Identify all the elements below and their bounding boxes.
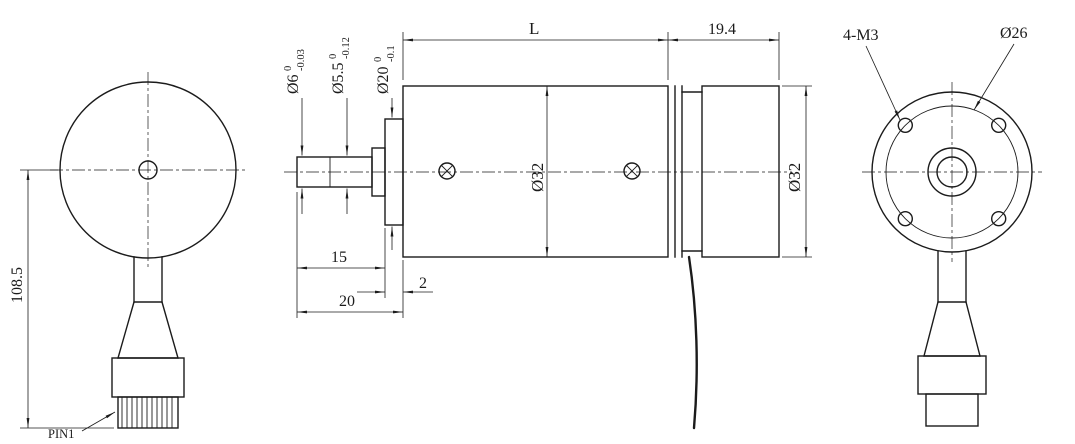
pin1-leader xyxy=(81,411,116,432)
dim-d55-text: Ø5.5 xyxy=(330,62,347,94)
rear-endcap xyxy=(701,85,780,258)
right-view: 4-M3 Ø26 xyxy=(843,25,1042,427)
screw-front xyxy=(438,162,456,180)
dim-d20-tol-lower: -0.1 xyxy=(386,45,397,62)
connector-flare xyxy=(923,301,981,357)
dim-d55-label: Ø5.5 0 -0.12 xyxy=(328,37,352,94)
screw-rear xyxy=(623,162,641,180)
dim-d32-body-text: Ø32 xyxy=(528,163,547,192)
dim-d6-tol-upper: 0 xyxy=(283,66,294,71)
dim-height-text: 108.5 xyxy=(9,267,26,303)
mount-holes-leader xyxy=(865,45,901,121)
dim-d6-text: Ø6 xyxy=(285,74,302,94)
motor-cable xyxy=(687,255,698,430)
connector-tip xyxy=(925,393,979,427)
left-view: 108.5 PIN1 xyxy=(9,72,246,441)
mount-holes-label: 4-M3 xyxy=(843,27,879,44)
m3-hole xyxy=(991,117,1007,134)
motor-body xyxy=(402,85,669,258)
connector-flare xyxy=(117,301,179,359)
dim-d55-tol-upper: 0 xyxy=(328,54,339,59)
dim-108-label: 108.5 xyxy=(9,267,26,303)
screw-slot-icon xyxy=(440,164,454,178)
m3-hole xyxy=(991,210,1007,227)
dim-d6-label: Ø6 0 -0.03 xyxy=(283,49,307,94)
pin1-label: PIN1 xyxy=(48,427,74,441)
dim-d20-tol-upper: 0 xyxy=(373,57,384,62)
connector-block xyxy=(917,355,987,395)
m3-hole xyxy=(897,117,913,134)
dim-d6-tol-lower: -0.03 xyxy=(296,49,307,71)
dim-d20-text: Ø20 xyxy=(375,66,392,94)
connector-block xyxy=(111,357,185,398)
bolt-circle-leader xyxy=(973,43,1015,111)
dim-d55-tol-lower: -0.12 xyxy=(341,37,352,59)
mount-holes xyxy=(897,117,1007,227)
m3-hole xyxy=(897,210,913,227)
pin-strip xyxy=(117,396,179,429)
dim-L-text: L xyxy=(529,19,539,38)
middle-view: L 19.4 Ø6 0 -0.03 Ø5.5 0 -0.12 Ø20 0 -0.… xyxy=(283,19,812,430)
screw-slot-icon xyxy=(625,164,639,178)
dim-d32-rear-label: Ø32 xyxy=(785,163,804,192)
dim-15-text: 15 xyxy=(331,249,347,266)
dim-d20-label: Ø20 0 -0.1 xyxy=(373,45,397,94)
dim-d32-rear-text: Ø32 xyxy=(785,163,804,192)
pin-hatch-lines xyxy=(121,397,173,428)
dim-20-text: 20 xyxy=(339,293,355,310)
dim-2-text: 2 xyxy=(419,275,427,292)
bolt-circle-label: Ø26 xyxy=(1000,25,1028,42)
dim-194-text: 19.4 xyxy=(708,21,736,38)
dim-d32-body-label: Ø32 xyxy=(528,163,547,192)
